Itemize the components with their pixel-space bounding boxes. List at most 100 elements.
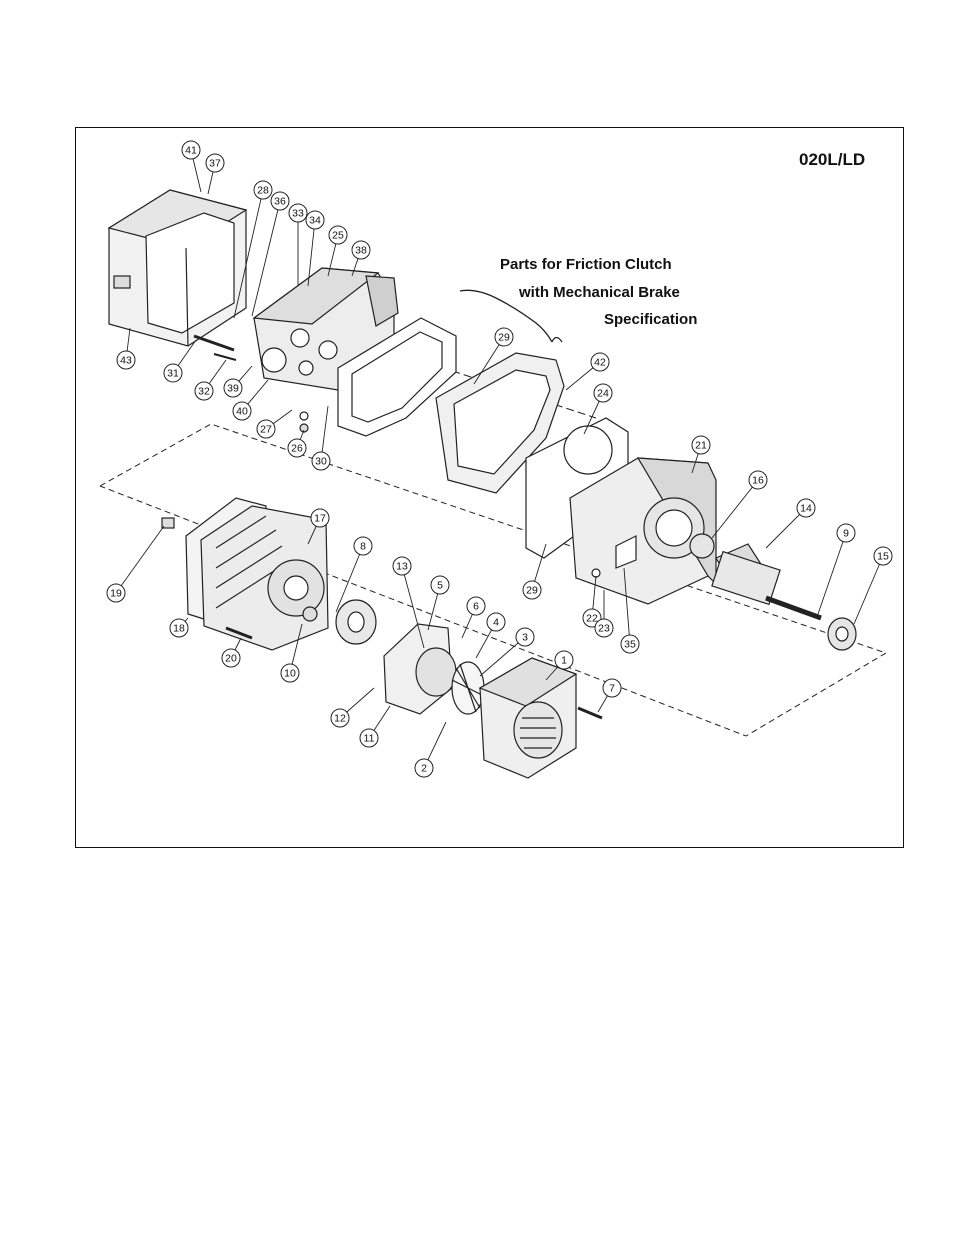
- callout-number: 39: [227, 383, 239, 395]
- callout-number: 2: [421, 763, 427, 775]
- callout-number: 13: [396, 561, 408, 573]
- callout-34: 34: [306, 211, 324, 229]
- callout-number: 31: [167, 368, 179, 380]
- callout-37: 37: [206, 154, 224, 172]
- callout-number: 5: [437, 580, 443, 592]
- callout-number: 27: [260, 424, 272, 436]
- callout-15: 15: [874, 547, 892, 565]
- callout-21: 21: [692, 436, 710, 454]
- callout-number: 30: [315, 456, 327, 468]
- callout-26: 26: [288, 439, 306, 457]
- callout-number: 7: [609, 683, 615, 695]
- callout-number: 38: [355, 245, 367, 257]
- fan-cover: [480, 658, 576, 778]
- callout-9: 9: [837, 524, 855, 542]
- callout-32: 32: [195, 382, 213, 400]
- callout-leader: [818, 533, 846, 614]
- callout-number: 33: [292, 208, 304, 220]
- callout-29: 29: [495, 328, 513, 346]
- callout-number: 40: [236, 406, 248, 418]
- callout-number: 4: [493, 617, 499, 629]
- callout-number: 43: [120, 355, 132, 367]
- callout-39: 39: [224, 379, 242, 397]
- callout-leader: [854, 556, 883, 624]
- callout-number: 16: [752, 475, 764, 487]
- callout-number: 6: [473, 601, 479, 613]
- gear-case: [564, 426, 716, 604]
- callout-number: 14: [800, 503, 812, 515]
- callout-number: 20: [225, 653, 237, 665]
- callout-number: 8: [360, 541, 366, 553]
- callout-number: 12: [334, 713, 346, 725]
- callout-2: 2: [415, 759, 433, 777]
- callout-number: 9: [843, 528, 849, 540]
- callout-40: 40: [233, 402, 251, 420]
- callout-number: 25: [332, 230, 344, 242]
- callout-number: 42: [594, 357, 606, 369]
- washer-27: [300, 412, 308, 420]
- callout-leader: [116, 526, 164, 593]
- clutch-note-line-2: with Mechanical Brake: [519, 284, 680, 301]
- motor-body: [186, 498, 328, 650]
- callout-24: 24: [594, 384, 612, 402]
- model-label: 020L/LD: [799, 150, 865, 170]
- callout-number: 35: [624, 639, 636, 651]
- callout-number: 15: [877, 551, 889, 563]
- callout-25: 25: [329, 226, 347, 244]
- callout-number: 29: [498, 332, 510, 344]
- bolt-7: [578, 708, 602, 718]
- callout-number: 23: [598, 623, 610, 635]
- callout-4: 4: [487, 613, 505, 631]
- callout-number: 29: [526, 585, 538, 597]
- callout-10: 10: [281, 664, 299, 682]
- terminal-box-cover: [109, 190, 246, 346]
- callout-number: 34: [309, 215, 321, 227]
- fan-housing: [384, 624, 456, 714]
- callout-36: 36: [271, 192, 289, 210]
- callout-13: 13: [393, 557, 411, 575]
- callout-31: 31: [164, 364, 182, 382]
- callout-30: 30: [312, 452, 330, 470]
- callout-number: 3: [522, 632, 528, 644]
- callout-number: 37: [209, 158, 221, 170]
- callout-28: 28: [254, 181, 272, 199]
- callout-number: 28: [257, 185, 269, 197]
- callout-42: 42: [591, 353, 609, 371]
- callout-20: 20: [222, 649, 240, 667]
- callout-6: 6: [467, 597, 485, 615]
- callout-35: 35: [621, 635, 639, 653]
- callout-17: 17: [311, 509, 329, 527]
- callout-41: 41: [182, 141, 200, 159]
- callout-number: 41: [185, 145, 197, 157]
- clutch-note-line-1: Parts for Friction Clutch: [500, 256, 672, 273]
- callout-16: 16: [749, 471, 767, 489]
- callout-11: 11: [360, 729, 378, 747]
- callout-number: 11: [364, 733, 375, 745]
- callout-number: 17: [314, 513, 326, 525]
- callout-33: 33: [289, 204, 307, 222]
- callout-number: 10: [284, 668, 296, 680]
- callout-8: 8: [354, 537, 372, 555]
- callout-12: 12: [331, 709, 349, 727]
- callout-number: 26: [291, 443, 303, 455]
- bolt-32: [214, 354, 236, 360]
- callout-number: 1: [561, 655, 567, 667]
- callout-27: 27: [257, 420, 275, 438]
- callout-38: 38: [352, 241, 370, 259]
- callout-number: 32: [198, 386, 210, 398]
- callout-number: 24: [597, 388, 609, 400]
- callout-5: 5: [431, 576, 449, 594]
- callout-1: 1: [555, 651, 573, 669]
- callout-number: 36: [274, 196, 286, 208]
- callout-leader: [712, 480, 758, 538]
- callout-number: 19: [110, 588, 122, 600]
- callout-3: 3: [516, 628, 534, 646]
- callout-7: 7: [603, 679, 621, 697]
- callout-23: 23: [595, 619, 613, 637]
- clutch-note-line-3: Specification: [604, 311, 697, 328]
- callout-number: 21: [695, 440, 707, 452]
- callout-18: 18: [170, 619, 188, 637]
- callout-14: 14: [797, 499, 815, 517]
- callout-number: 18: [173, 623, 185, 635]
